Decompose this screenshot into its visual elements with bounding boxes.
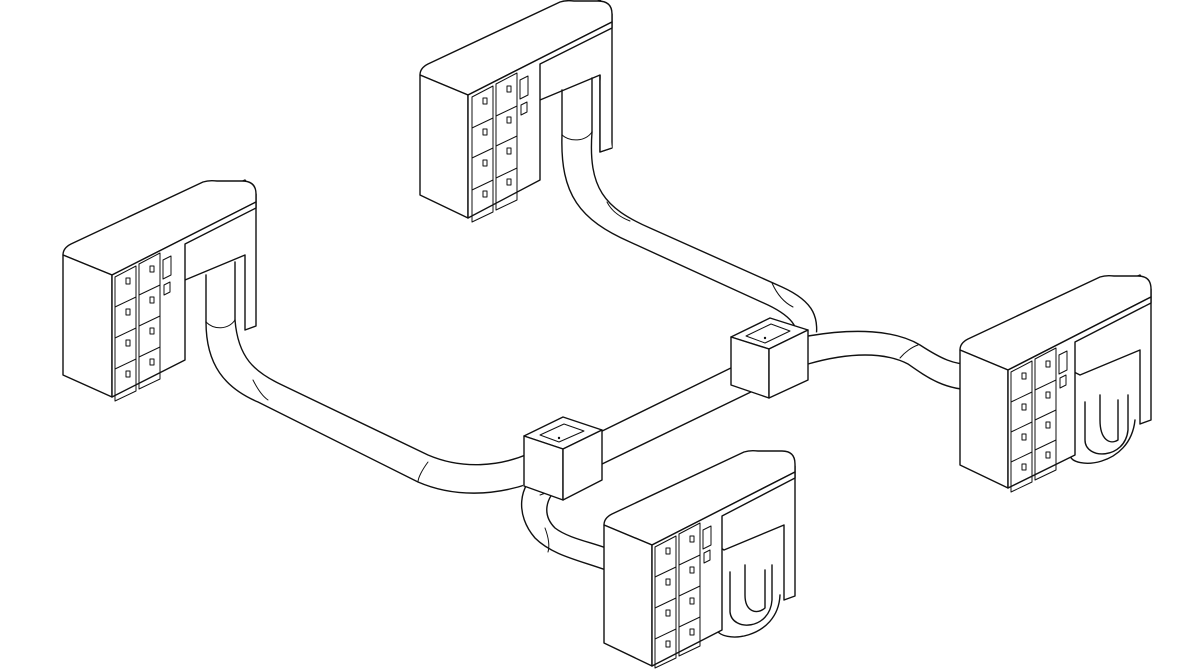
tube-junction-east-to-junction-west	[580, 363, 760, 466]
tube-north-to-junction-east	[561, 115, 822, 360]
locker-west	[62, 179, 257, 402]
junction-east	[730, 317, 809, 399]
tube-junction-east-to-locker-east	[790, 328, 990, 394]
junction-west	[523, 416, 603, 501]
tube-locker-west-to-junction-west	[205, 305, 545, 494]
locker-east	[959, 274, 1152, 493]
locker-south	[603, 449, 796, 669]
locker-north	[419, 0, 613, 223]
